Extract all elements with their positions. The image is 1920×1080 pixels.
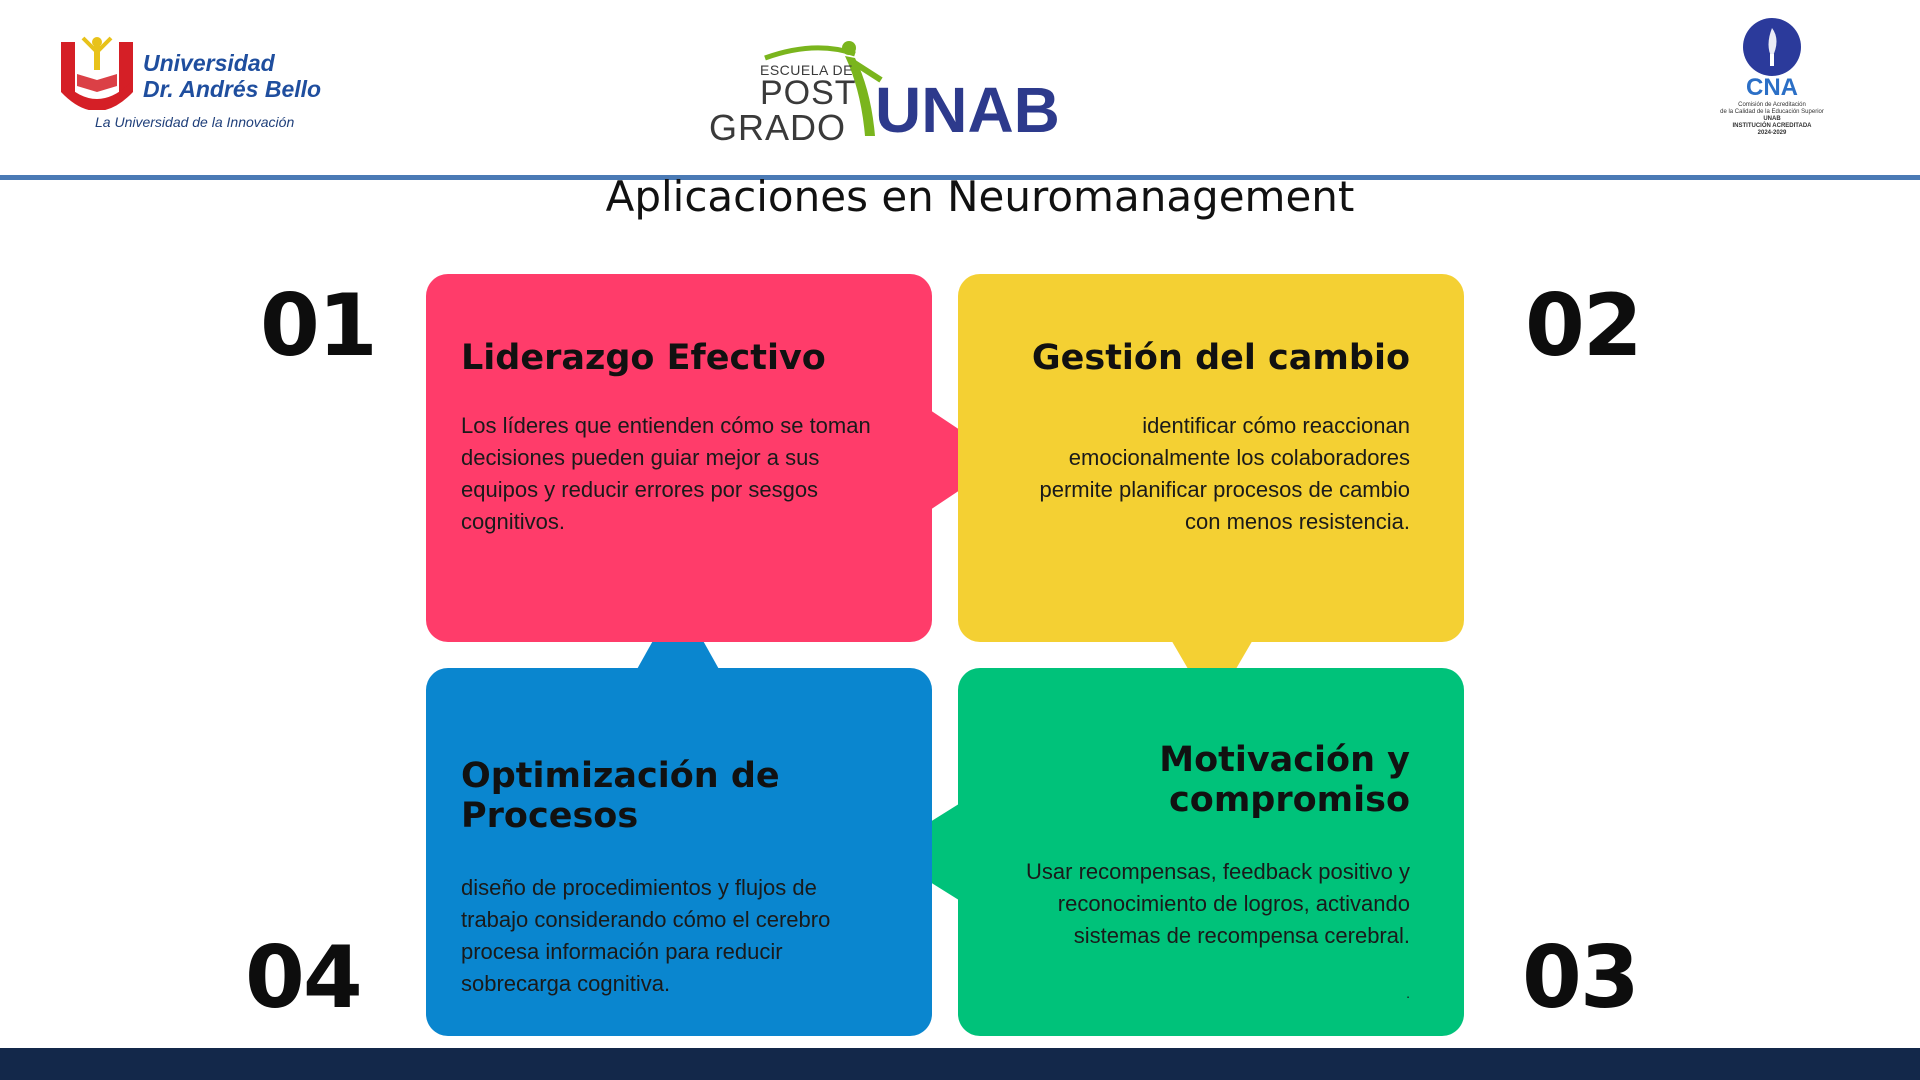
- optimizacion-heading-line2: Procesos: [461, 796, 639, 836]
- university-tagline: La Universidad de la Innovación: [95, 114, 295, 130]
- number-04: 04: [245, 928, 363, 1028]
- gestion-body: identificar cómo reaccionan emocionalmen…: [1039, 413, 1410, 534]
- cna-line2: de la Calidad de la Educación Superior: [1720, 109, 1824, 115]
- card-motivacion-y-compromiso: Motivación y compromiso Usar recompensas…: [958, 668, 1464, 1036]
- university-name-line1: Universidad: [143, 50, 275, 76]
- cna-line5: 2024-2029: [1757, 130, 1787, 136]
- motivacion-trailing-dot: .: [1406, 985, 1410, 1001]
- header-rule: [0, 175, 1920, 180]
- gestion-heading: Gestión del cambio: [1031, 338, 1410, 378]
- motivacion-heading-line2: compromiso: [1169, 780, 1410, 820]
- running-figure-icon: [764, 41, 883, 136]
- grado-text: GRADO: [709, 107, 847, 148]
- cna-line1: Comisión de Acreditación: [1738, 102, 1806, 108]
- header: [0, 0, 1920, 175]
- optimizacion-heading-line1: Optimización de: [461, 756, 780, 796]
- card-gestion-del-cambio: Gestión del cambio identificar cómo reac…: [958, 274, 1464, 642]
- page-title: Aplicaciones en Neuromanagement: [605, 172, 1355, 221]
- optimizacion-heading: Optimización de Procesos: [461, 756, 780, 836]
- footer-bar: [0, 1048, 1920, 1080]
- motivacion-heading: Motivación y compromiso: [1159, 740, 1410, 820]
- liderazgo-body: Los líderes que entienden cómo se toman …: [461, 413, 871, 534]
- card-optimizacion-de-procesos: Optimización de Procesos diseño de proce…: [426, 668, 932, 1036]
- cna-accreditation-logo: CNA Comisión de Acreditación de la Calid…: [1705, 18, 1835, 148]
- university-name: Universidad Dr. Andrés Bello: [143, 50, 321, 102]
- cna-emblem-icon: [1743, 18, 1801, 76]
- cna-line4: INSTITUCIÓN ACREDITADA: [1732, 123, 1812, 129]
- escuela-text: ESCUELA DE: [760, 62, 853, 78]
- cna-acronym: CNA: [1746, 74, 1798, 101]
- motivacion-heading-line1: Motivación y: [1159, 740, 1410, 780]
- liderazgo-heading: Liderazgo Efectivo: [461, 338, 826, 378]
- number-03: 03: [1522, 928, 1640, 1028]
- card-liderazgo-efectivo: Liderazgo Efectivo Los líderes que entie…: [426, 274, 932, 642]
- number-01: 01: [260, 276, 378, 376]
- unab-text: UNAB: [875, 74, 1060, 146]
- postgrado-logo: ESCUELA DE POST GRADO UNAB: [705, 40, 1060, 150]
- university-crest-icon: [61, 36, 133, 110]
- number-02: 02: [1525, 276, 1643, 376]
- motivacion-body: Usar recompensas, feedback positivo y re…: [1026, 859, 1410, 948]
- university-name-line2: Dr. Andrés Bello: [143, 76, 322, 102]
- optimizacion-body: diseño de procedimientos y flujos de tra…: [461, 875, 831, 996]
- cna-line3: UNAB: [1763, 116, 1781, 122]
- post-text: POST: [760, 74, 857, 112]
- unab-university-logo: Universidad Dr. Andrés Bello La Universi…: [55, 28, 355, 138]
